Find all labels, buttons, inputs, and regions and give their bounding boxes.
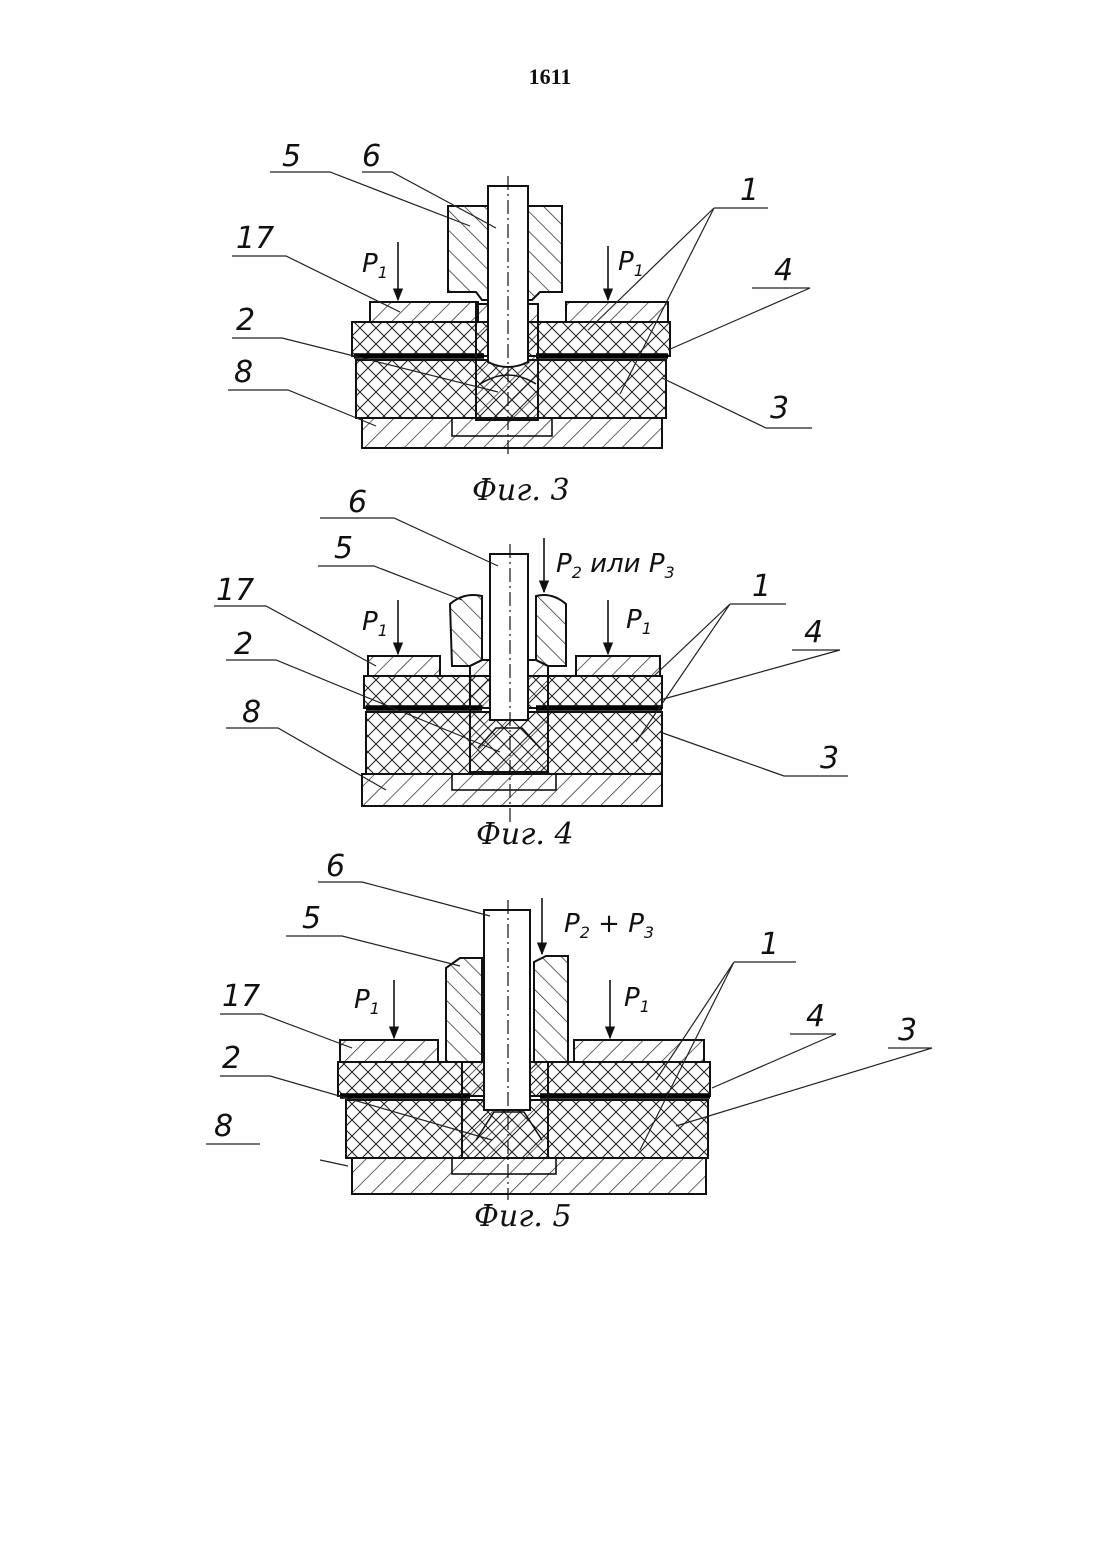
- figure-5: P2 + P3 P1 P1 6 5 1 17 4 3 2 8 Фиг. 5: [206, 849, 932, 1234]
- label-4: 4: [774, 253, 793, 288]
- force-label-right: P1: [624, 983, 650, 1016]
- label-8: 8: [234, 355, 253, 390]
- figure-caption: Фиг. 5: [474, 1199, 572, 1234]
- label-17: 17: [222, 979, 260, 1014]
- label-6: 6: [348, 485, 367, 520]
- label-2: 2: [236, 303, 255, 338]
- clamp-17-right: [574, 1040, 704, 1062]
- force-label-left: P1: [362, 607, 388, 640]
- force-label-right: P1: [626, 605, 652, 638]
- force-label-left: P1: [362, 249, 388, 282]
- clamp-17-right: [566, 302, 668, 322]
- clamp-17-left: [340, 1040, 438, 1062]
- figure-3: P1 P1 5 6 1 17 4 2 8 3 Фиг. 3: [228, 139, 812, 508]
- label-6: 6: [362, 139, 381, 174]
- label-4: 4: [806, 999, 825, 1034]
- force-label-top: P2 или P3: [556, 549, 675, 582]
- label-3: 3: [820, 741, 839, 776]
- figure-caption: Фиг. 4: [476, 817, 574, 852]
- rod-6: [484, 910, 530, 1110]
- label-3: 3: [770, 391, 789, 426]
- label-17: 17: [236, 221, 274, 256]
- label-6: 6: [326, 849, 345, 884]
- rod-6: [490, 554, 528, 720]
- label-17: 17: [216, 573, 254, 608]
- label-4: 4: [804, 615, 823, 650]
- label-1: 1: [740, 173, 759, 208]
- base-plate-8: [352, 1158, 706, 1194]
- force-label-right: P1: [618, 247, 644, 280]
- label-1: 1: [760, 927, 779, 962]
- clamp-17-right: [576, 656, 660, 676]
- label-8: 8: [242, 695, 261, 730]
- force-label-top: P2 + P3: [564, 909, 654, 942]
- label-5: 5: [334, 531, 353, 566]
- label-2: 2: [222, 1041, 241, 1076]
- clamp-17-left: [368, 656, 440, 676]
- label-3: 3: [898, 1013, 917, 1048]
- label-1: 1: [752, 569, 771, 604]
- label-8: 8: [214, 1109, 233, 1144]
- base-plate-8: [362, 418, 662, 448]
- figure-caption: Фиг. 3: [472, 473, 570, 508]
- force-label-left: P1: [354, 985, 380, 1018]
- label-2: 2: [234, 627, 253, 662]
- label-5: 5: [302, 901, 321, 936]
- figure-4: P2 или P3 P1 P1 6 5 1 17 4 2 8 3 Фиг. 4: [214, 485, 848, 852]
- label-5: 5: [282, 139, 301, 174]
